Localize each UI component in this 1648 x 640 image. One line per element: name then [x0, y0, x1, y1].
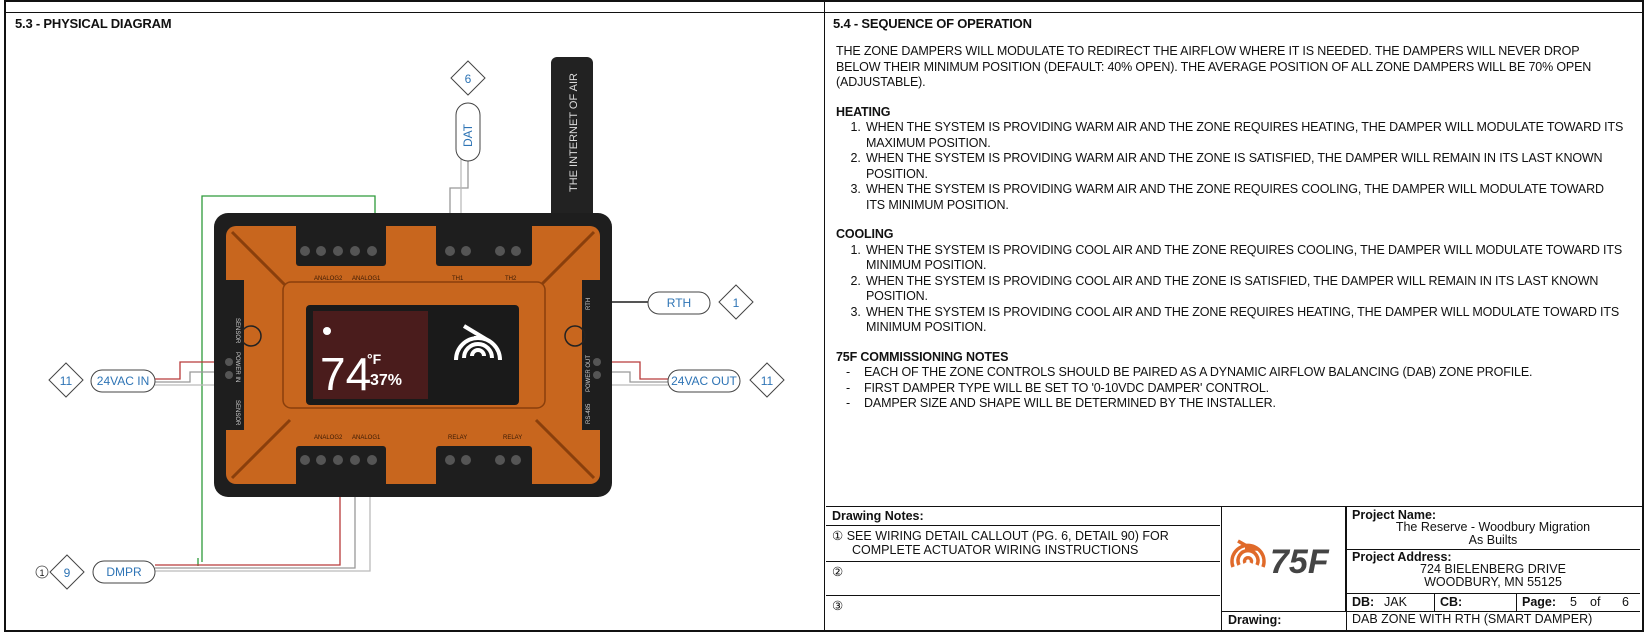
callout-vacout-label: 24VAC OUT [671, 374, 737, 388]
cooling-item: WHEN THE SYSTEM IS PROVIDING COOL AIR AN… [864, 274, 1626, 305]
port-label-top-3: TH1 [452, 276, 464, 282]
address-line1: 724 BIELENBERG DRIVE [1420, 562, 1566, 576]
side-label-right-bottom: RS-485 [586, 403, 592, 424]
note-1-text: SEE WIRING DETAIL CALLOUT (PG. 6, DETAIL… [846, 529, 1169, 543]
cooling-item: WHEN THE SYSTEM IS PROVIDING COOL AIR AN… [864, 243, 1626, 274]
note-2: ② [832, 564, 843, 579]
port-label-bottom-3: RELAY [448, 435, 467, 441]
callout-rth: RTH 1 [647, 284, 754, 320]
controller-device: ANALOG2 ANALOG1 TH1 TH2 ANALOG2 ANALOG1 … [214, 213, 612, 497]
callout-dmpr-num: 9 [64, 566, 71, 580]
project-info: Project Name: The Reserve - Woodbury Mig… [1346, 507, 1640, 631]
vacin-wire-red [155, 361, 236, 380]
title-block: Drawing Notes: ① SEE WIRING DETAIL CALLO… [826, 506, 1642, 632]
drawing-notes: Drawing Notes: ① SEE WIRING DETAIL CALLO… [826, 507, 1222, 631]
project-name-line1: The Reserve - Woodbury Migration [1395, 520, 1591, 534]
commissioning-title: 75F COMMISSIONING NOTES [836, 349, 1009, 364]
sequence-intro: THE ZONE DAMPERS WILL MODULATE TO REDIRE… [836, 44, 1592, 89]
cb-label: CB: [1440, 595, 1463, 609]
callout-vacin-num: 11 [60, 374, 73, 388]
callout-dat: DAT 6 [450, 60, 486, 162]
heating-list: WHEN THE SYSTEM IS PROVIDING WARM AIR AN… [836, 120, 1626, 213]
note-1-text2: COMPLETE ACTUATOR WIRING INSTRUCTIONS [852, 543, 1139, 557]
heating-title: HEATING [836, 104, 891, 119]
callout-dmpr-label: DMPR [106, 565, 142, 579]
callout-rth-num: 1 [733, 296, 740, 310]
commissioning-item: DAMPER SIZE AND SHAPE WILL BE DETERMINED… [836, 396, 1626, 412]
port-label-top-4: TH2 [505, 276, 517, 282]
brand-logo-text: 75F [1270, 543, 1330, 581]
cooling-list: WHEN THE SYSTEM IS PROVIDING COOL AIR AN… [836, 243, 1626, 336]
antenna-label: THE INTERNET OF AIR [568, 73, 580, 192]
port-label-bottom-2: ANALOG1 [352, 435, 381, 441]
callout-24vac-out: 24VAC OUT 11 [667, 362, 785, 398]
logo-cell: 75F [1222, 507, 1346, 611]
note-2-num: ② [832, 565, 844, 579]
display-humidity: 37% [370, 372, 402, 389]
project-name: The Reserve - Woodbury Migration As Buil… [1346, 521, 1640, 547]
cooling-title: COOLING [836, 227, 894, 241]
dmpr-wire-red [155, 480, 341, 566]
section-divider [824, 0, 825, 632]
physical-diagram-title: 5.3 - PHYSICAL DIAGRAM [15, 16, 172, 31]
page-total: 6 [1622, 595, 1629, 609]
port-label-top-2: ANALOG1 [352, 276, 381, 282]
side-label-left-bottom: SENSOR [234, 400, 240, 426]
brand-logo-icon: 75F [1230, 539, 1330, 581]
commissioning-list: EACH OF THE ZONE CONTROLS SHOULD BE PAIR… [836, 365, 1626, 412]
display-unit: °F [367, 351, 382, 367]
db-value: JAK [1384, 595, 1407, 609]
drawing-value: DAB ZONE WITH RTH (SMART DAMPER) [1352, 612, 1593, 626]
physical-diagram: THE INTERNET OF AIR ANALOG2 [35, 57, 785, 590]
callout-dat-num: 6 [465, 72, 472, 86]
page-label: Page: [1522, 595, 1557, 609]
commissioning-item: EACH OF THE ZONE CONTROLS SHOULD BE PAIR… [836, 365, 1626, 381]
project-address: 724 BIELENBERG DRIVE WOODBURY, MN 55125 [1346, 563, 1640, 589]
side-label-left-mid: POWER IN [234, 352, 240, 382]
heating-item: WHEN THE SYSTEM IS PROVIDING WARM AIR AN… [864, 151, 1626, 182]
callout-rth-label: RTH [667, 296, 691, 310]
project-address-label: Project Address: [1352, 550, 1452, 564]
port-label-bottom-1: ANALOG2 [314, 435, 343, 441]
callout-24vac-in: 11 24VAC IN [48, 362, 156, 398]
note-1-num: ① [832, 529, 844, 543]
display-temperature: 74 [320, 348, 371, 400]
page-number: 5 [1570, 595, 1577, 609]
heating-item: WHEN THE SYSTEM IS PROVIDING WARM AIR AN… [864, 120, 1626, 151]
heating-item: WHEN THE SYSTEM IS PROVIDING WARM AIR AN… [864, 182, 1626, 213]
project-name-label: Project Name: [1352, 508, 1437, 522]
port-label-top-1: ANALOG2 [314, 276, 343, 282]
callout-vacin-label: 24VAC IN [97, 374, 149, 388]
drawing-notes-label: Drawing Notes: [832, 509, 924, 523]
device-logo-icon [454, 324, 502, 361]
db-label: DB: [1352, 595, 1375, 609]
note-3-num: ③ [832, 599, 844, 613]
sequence-title: 5.4 - SEQUENCE OF OPERATION [833, 16, 1032, 31]
drawing-label: Drawing: [1228, 613, 1282, 627]
note-1: ① SEE WIRING DETAIL CALLOUT (PG. 6, DETA… [832, 528, 1169, 557]
side-label-left-top: SENSOR [234, 318, 240, 344]
commissioning-item: FIRST DAMPER TYPE WILL BE SET TO '0-10VD… [836, 381, 1626, 397]
address-line2: WOODBURY, MN 55125 [1424, 575, 1562, 589]
dat-wire [449, 158, 469, 230]
vacout-wire-red [586, 361, 668, 380]
port-label-bottom-4: RELAY [503, 435, 522, 441]
project-name-line2: As Builts [1468, 533, 1518, 547]
signoff-row: DB: JAK CB: Page: 5 of 6 [1346, 593, 1640, 611]
side-label-right-top: RTH [586, 298, 592, 310]
sequence-body: THE ZONE DAMPERS WILL MODULATE TO REDIRE… [836, 44, 1626, 412]
callout-dat-label: DAT [461, 123, 475, 147]
page-of: of [1590, 595, 1601, 609]
side-label-right-mid: POWER OUT [586, 355, 592, 392]
cooling-item: WHEN THE SYSTEM IS PROVIDING COOL AIR AN… [864, 305, 1626, 336]
callout-dmpr: 1 9 DMPR [35, 554, 156, 590]
note-3: ③ [832, 598, 843, 613]
callout-dmpr-note-ref: 1 [39, 568, 44, 578]
callout-vacout-num: 11 [761, 374, 774, 388]
antenna: THE INTERNET OF AIR [551, 57, 593, 232]
